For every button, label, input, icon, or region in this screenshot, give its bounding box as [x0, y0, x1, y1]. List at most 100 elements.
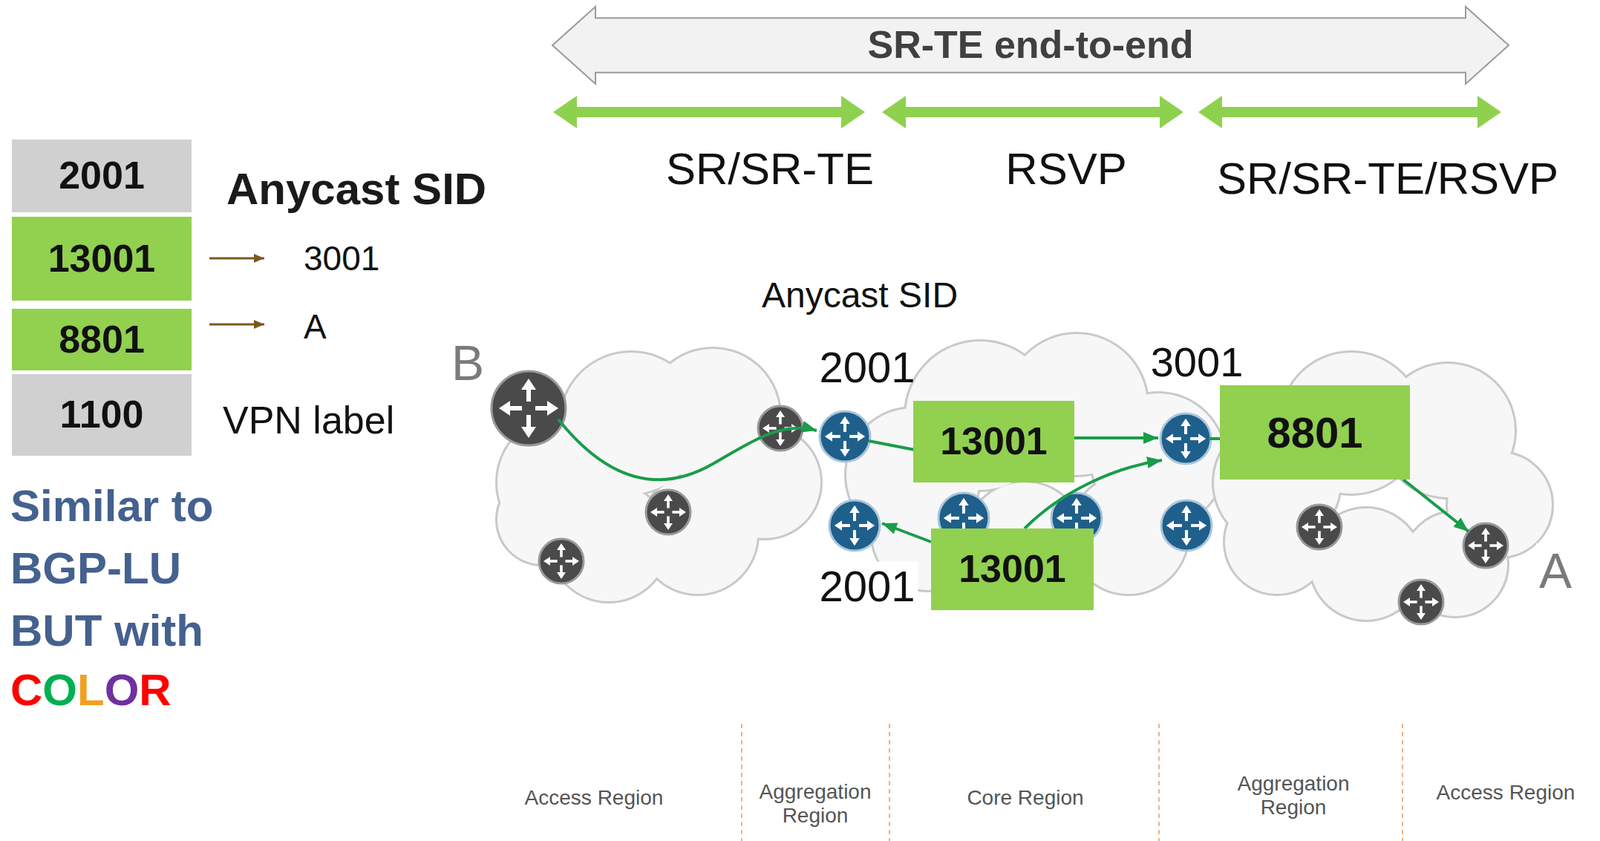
color-letter: O [42, 665, 78, 715]
router-arrow-shaft [968, 516, 978, 520]
router-body [1398, 579, 1444, 625]
anycast-label: Anycast SID [761, 274, 958, 316]
router-arrow-shaft [1484, 533, 1488, 542]
router-arrow [650, 507, 665, 517]
router-body [1160, 413, 1211, 465]
segment-arrows [553, 95, 1502, 129]
segment-label: SR/SR-TE/RSVP [1216, 152, 1559, 205]
color-letter: R [138, 665, 171, 715]
router-arrow [1180, 418, 1191, 435]
router-arrow [849, 530, 860, 546]
router-arrow-shaft [1190, 524, 1201, 528]
router-arrow [839, 441, 851, 457]
router-arrow-head [1089, 513, 1097, 524]
router-arrow-head [775, 439, 785, 447]
router-arrow-shaft [1184, 443, 1188, 453]
box-text: 2001 [58, 154, 145, 197]
router-icon [829, 500, 880, 551]
router-arrow-head [547, 400, 559, 416]
router-arrow-shaft [1317, 515, 1321, 524]
router-arrow-head [958, 498, 969, 506]
router-arrow-head [572, 556, 580, 566]
region-label: Access Region [524, 786, 664, 811]
router-icon [539, 539, 584, 584]
router-icon [819, 411, 871, 462]
router-arrow-head [1403, 597, 1410, 607]
routers [491, 371, 1508, 625]
router-arrow-head [849, 538, 860, 546]
pointer-arrow [209, 323, 265, 326]
region-separators [741, 723, 1403, 841]
router-arrow [543, 556, 558, 566]
router-arrow-head [1314, 509, 1324, 517]
router-arrow [849, 505, 860, 522]
router-arrow [849, 431, 865, 442]
router-arrow [1424, 597, 1439, 607]
router-arrow-head [1496, 541, 1504, 551]
router-arrow-shaft [853, 511, 857, 522]
router-arrow-shaft [1307, 525, 1316, 529]
router-arrow-shaft [830, 435, 841, 439]
router-arrow-head [1481, 556, 1491, 564]
router-arrow-head [943, 513, 952, 524]
router-arrow [1081, 513, 1097, 524]
router-arrow-head [679, 507, 687, 517]
router-arrow-head [1199, 520, 1207, 531]
router-icon [1297, 504, 1342, 550]
region-separator [1401, 723, 1404, 841]
router-arrow-head [1198, 433, 1206, 444]
box-text: SR-TE end-to-end [867, 23, 1194, 67]
router-arrow-shaft [1424, 600, 1433, 604]
sid-box: 13001 [931, 528, 1094, 611]
router-arrow-shaft [1184, 424, 1188, 435]
router-arrow [1071, 498, 1082, 514]
label-stack-box: 8801 [11, 308, 192, 371]
router-arrow-head [834, 520, 842, 531]
router-arrow-head [1481, 527, 1491, 535]
router-arrow [1166, 520, 1182, 531]
endpoint-label: A [1536, 543, 1575, 600]
sid-label: 2001 [815, 562, 918, 612]
router-arrow-head [1467, 541, 1475, 551]
label-stack-box: 2001 [11, 139, 192, 213]
sid-box: 13001 [913, 400, 1075, 483]
router-arrow-shaft [1190, 437, 1200, 441]
router-arrow-head [1180, 418, 1191, 427]
box-text: 1100 [60, 393, 145, 436]
router-arrow-shaft [840, 524, 851, 528]
legend-heading: Anycast SID [226, 163, 487, 215]
router-arrow [521, 378, 537, 402]
router-arrow-shaft [962, 504, 966, 514]
router-arrow-head [867, 520, 875, 531]
router-arrow [1190, 433, 1206, 444]
region-label: Aggregation Region [1232, 772, 1355, 820]
router-arrow-head [498, 400, 511, 416]
router-arrow-head [976, 513, 984, 524]
router-arrow-shaft [559, 549, 563, 558]
router-arrow-shaft [1323, 525, 1332, 529]
router-body [819, 411, 871, 462]
region-separator [740, 723, 743, 841]
router-arrow [1165, 433, 1182, 444]
lsp-path [1403, 479, 1469, 532]
slogan-text: Similar to BGP-LU BUT with [10, 475, 263, 663]
router-arrow-shaft [666, 516, 670, 525]
router-arrow-head [521, 426, 537, 439]
router-arrow-shaft [1081, 516, 1091, 520]
router-arrow [556, 543, 566, 558]
router-arrow-shaft [1419, 590, 1423, 599]
router-icon [645, 490, 691, 535]
router-arrow-shaft [1409, 600, 1418, 604]
router-icon [1398, 579, 1444, 625]
label-note: VPN label [222, 398, 395, 444]
router-body [1161, 500, 1212, 551]
color-letter: L [77, 665, 105, 715]
router-arrow [775, 432, 785, 447]
router-arrow [1056, 513, 1073, 524]
region-label: Access Region [1436, 781, 1576, 805]
color-letter: O [104, 665, 140, 715]
router-arrow [859, 520, 875, 531]
router-arrow [1180, 443, 1191, 459]
router-body [491, 371, 566, 446]
